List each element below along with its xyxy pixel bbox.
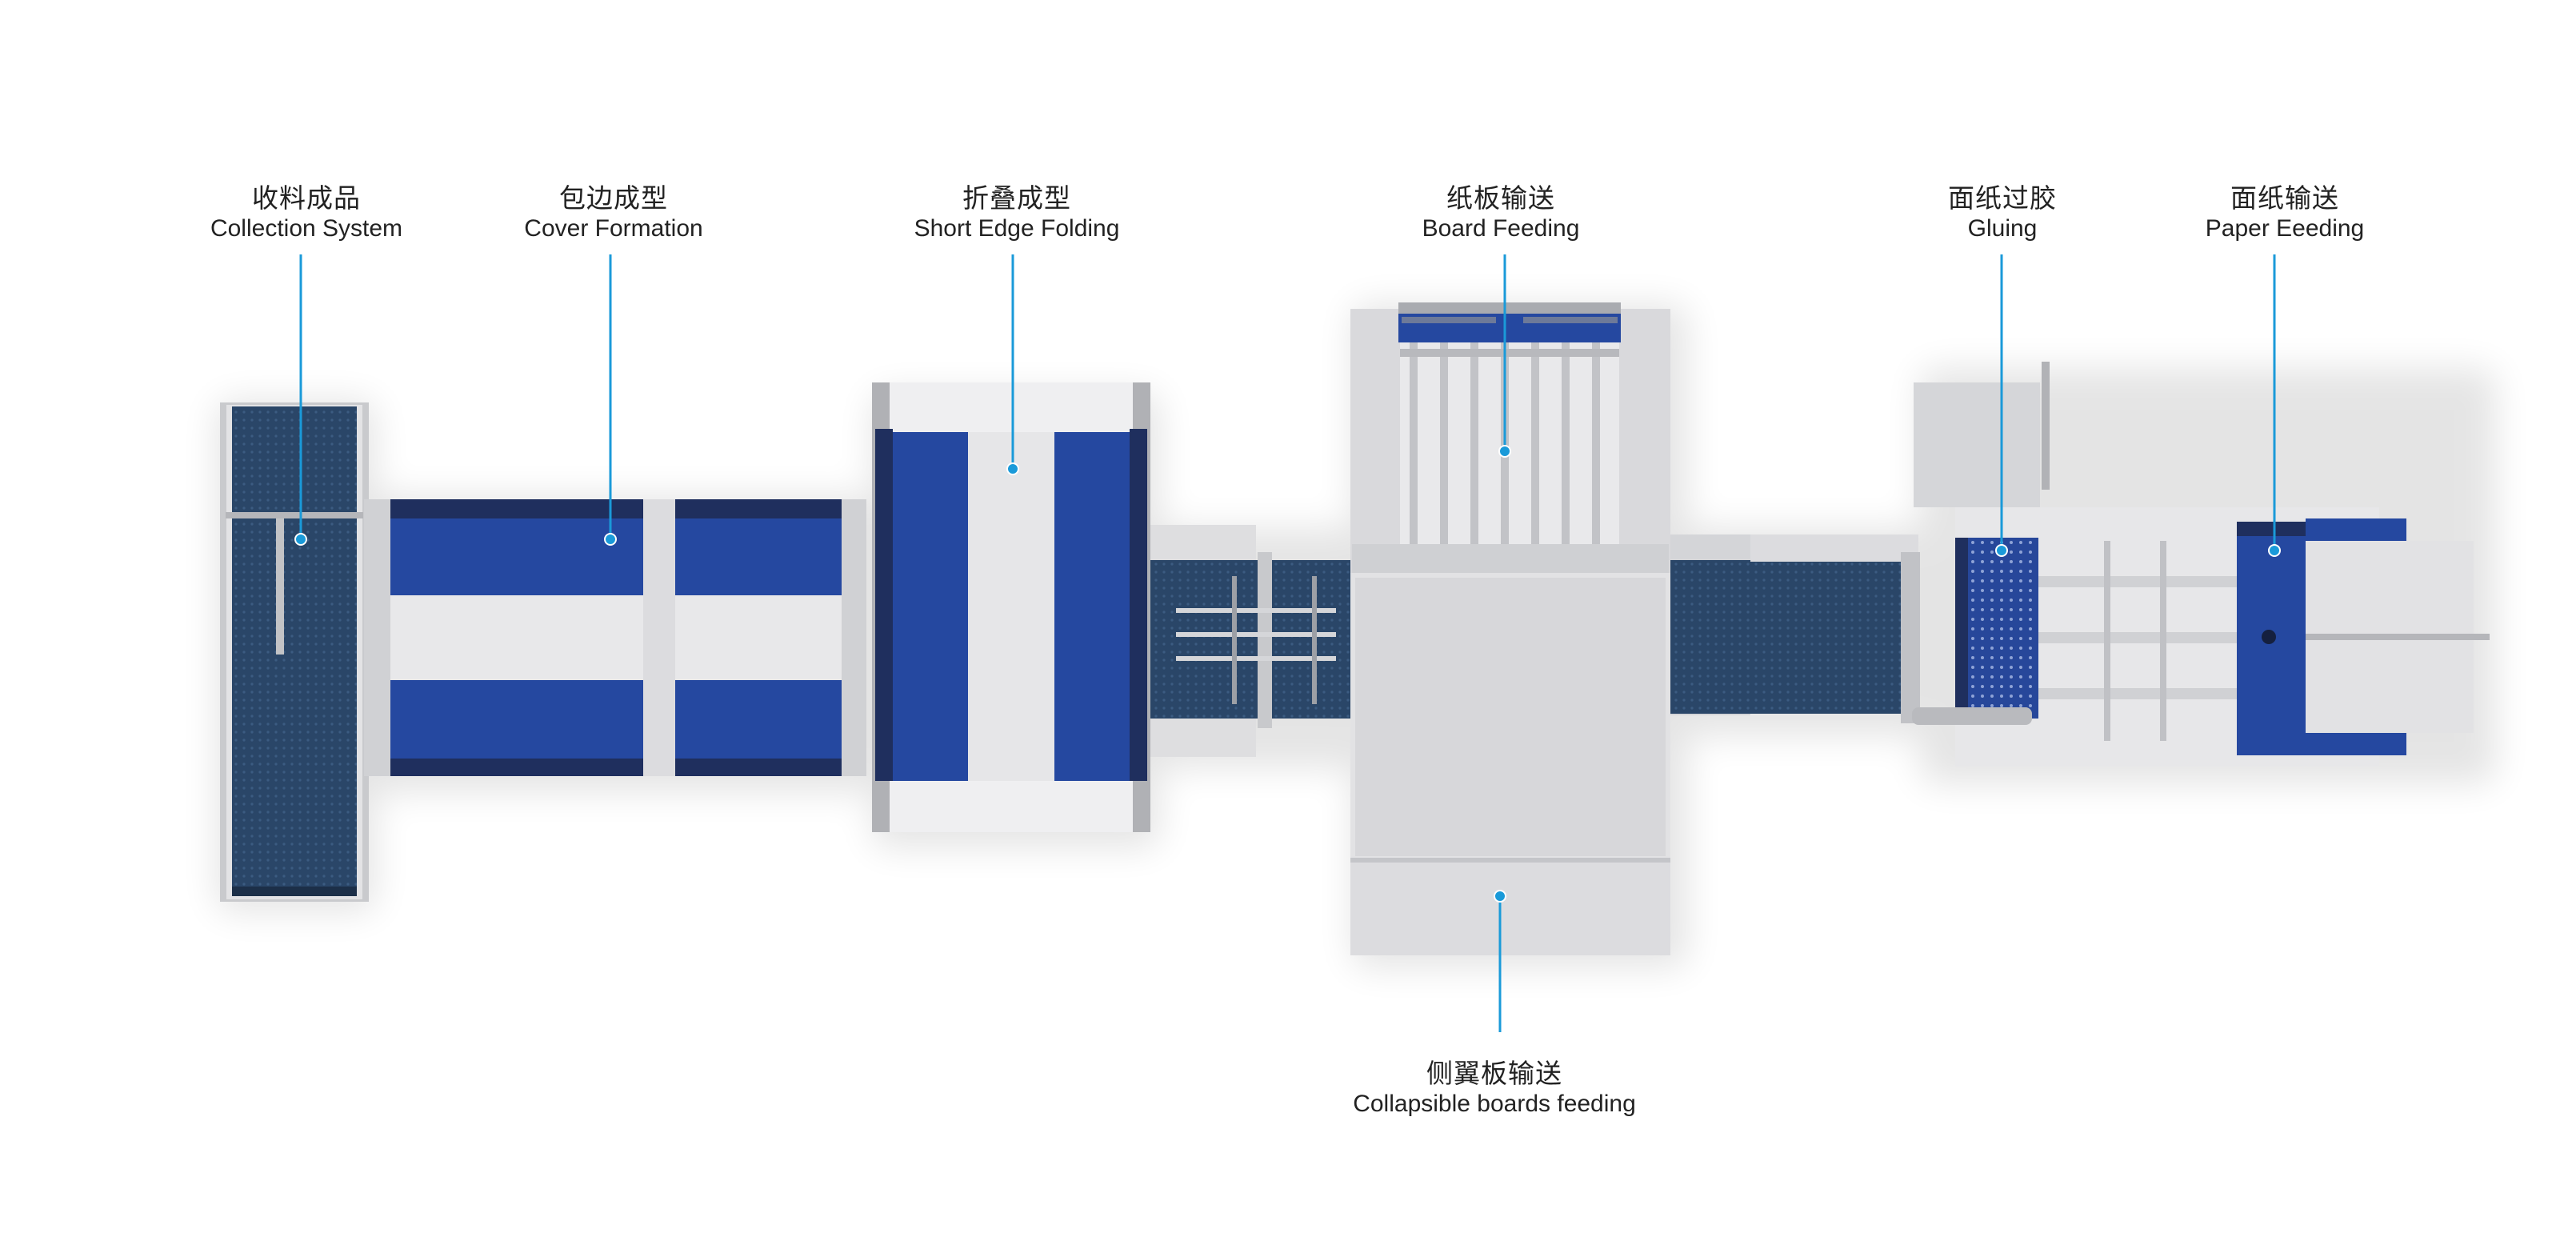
label-cover-formation: 包边成型 Cover Formation [524,182,702,243]
transfer-conveyor [1670,534,1920,723]
collection-system-unit [220,402,369,902]
board-feeding-link-conveyor [1150,525,1350,757]
label-zh: 折叠成型 [962,182,1071,214]
label-zh: 面纸输送 [2230,182,2339,214]
label-en: Paper Eeeding [2205,215,2365,242]
label-short-edge-folding: 折叠成型 Short Edge Folding [914,182,1120,243]
paper-feeding-unit [2237,518,2490,755]
cover-formation-unit [364,499,866,776]
label-zh: 包边成型 [559,182,668,214]
label-en: Collapsible boards feeding [1353,1091,1636,1117]
callout-leaders [299,254,2276,1032]
short-edge-folding-dot [1006,462,1019,475]
label-en: Board Feeding [1422,215,1580,242]
label-zh: 纸板输送 [1446,182,1555,214]
collection-system-dot [294,533,307,546]
label-collapsible-boards-feeding: 侧翼板输送 Collapsible boards feeding [1353,1058,1636,1119]
gluing-dot [1995,544,2008,557]
board-feeding-dot [1498,445,1511,458]
label-en: Short Edge Folding [914,215,1120,242]
label-collection-system: 收料成品 Collection System [210,182,402,243]
label-en: Cover Formation [524,215,703,242]
board-feeding-unit [1350,302,1670,955]
label-zh: 侧翼板输送 [1426,1058,1562,1089]
cover-formation-dot [604,533,617,546]
label-gluing: 面纸过胶 Gluing [1948,182,2057,243]
collapsible-boards-feeding-dot [1494,890,1506,903]
short-edge-folding-unit [872,382,1150,832]
label-zh: 面纸过胶 [1948,182,2057,214]
label-en: Gluing [1967,215,2038,242]
label-paper-feeding: 面纸输送 Paper Eeeding [2206,182,2365,243]
label-en: Collection System [210,215,403,242]
callout-dots [294,445,2281,903]
label-zh: 收料成品 [252,182,361,214]
paper-feeding-dot [2268,544,2281,557]
label-board-feeding: 纸板输送 Board Feeding [1422,182,1580,243]
